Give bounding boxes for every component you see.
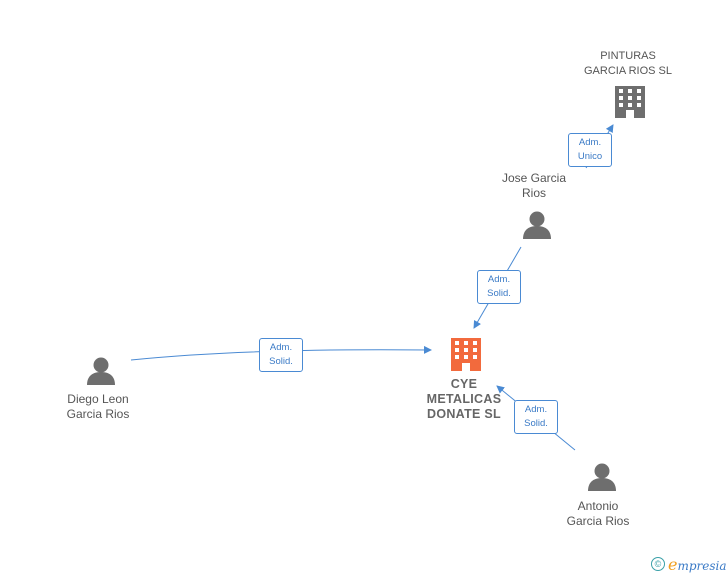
company-label-cye[interactable]: CYE METALICAS DONATE SL xyxy=(426,377,502,421)
person-icon[interactable] xyxy=(87,357,115,386)
company-label-pinturas[interactable]: PINTURAS GARCIA RIOS SL xyxy=(583,50,673,77)
copyright-icon: © xyxy=(651,557,665,571)
building-icon[interactable] xyxy=(451,338,481,371)
building-icon[interactable] xyxy=(615,86,645,118)
edge-badge-adm-unico[interactable]: Adm. Unico xyxy=(568,133,612,167)
person-label-antonio[interactable]: Antonio Garcia Rios xyxy=(566,499,630,528)
edge-badge-adm-solid[interactable]: Adm. Solid. xyxy=(514,400,558,434)
person-icon[interactable] xyxy=(588,463,616,492)
brand-text: mpresia xyxy=(677,558,727,573)
brand-initial: e xyxy=(668,554,678,574)
edge-badge-adm-solid[interactable]: Adm. Solid. xyxy=(259,338,303,372)
edge-badge-adm-solid[interactable]: Adm. Solid. xyxy=(477,270,521,304)
person-label-jose[interactable]: Jose Garcia Rios xyxy=(501,171,567,200)
person-label-diego[interactable]: Diego Leon Garcia Rios xyxy=(66,392,130,421)
person-icon[interactable] xyxy=(523,211,551,240)
